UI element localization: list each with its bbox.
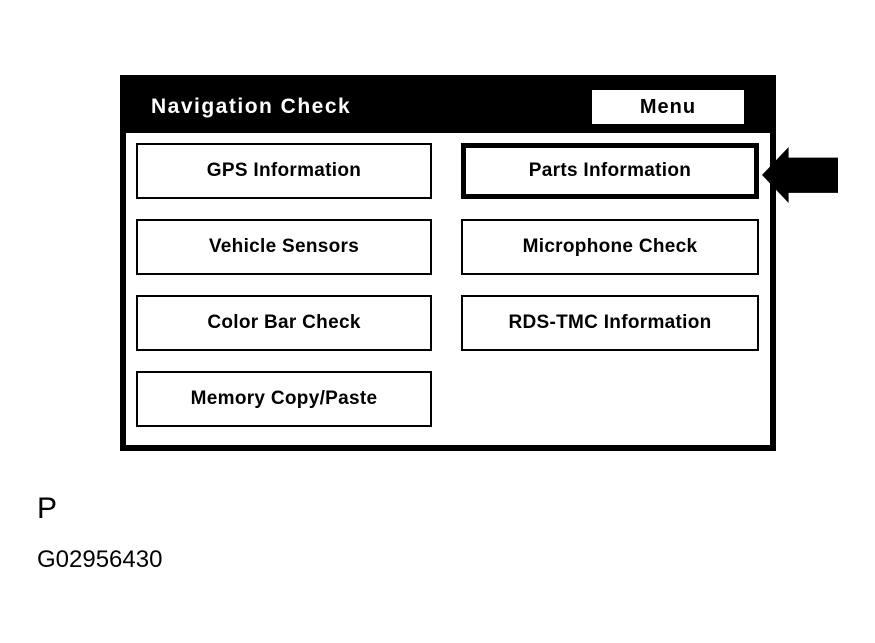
- memory-copy-paste-button[interactable]: Memory Copy/Paste: [136, 371, 432, 427]
- menu-button[interactable]: Menu: [591, 89, 745, 125]
- navigation-check-panel: Navigation Check Menu GPS Information Pa…: [120, 75, 776, 451]
- rds-tmc-information-button[interactable]: RDS-TMC Information: [461, 295, 759, 351]
- microphone-check-button[interactable]: Microphone Check: [461, 219, 759, 275]
- gps-information-button[interactable]: GPS Information: [136, 143, 432, 199]
- button-grid: GPS Information Parts Information Vehicl…: [126, 133, 770, 427]
- color-bar-check-button[interactable]: Color Bar Check: [136, 295, 432, 351]
- vehicle-sensors-button[interactable]: Vehicle Sensors: [136, 219, 432, 275]
- parts-information-button[interactable]: Parts Information: [461, 143, 759, 199]
- page-title: Navigation Check: [151, 95, 352, 118]
- figure-id: G02956430: [37, 546, 163, 573]
- caption-letter: P: [37, 492, 58, 525]
- empty-grid-cell: [461, 371, 759, 427]
- title-bar: Navigation Check Menu: [126, 81, 770, 133]
